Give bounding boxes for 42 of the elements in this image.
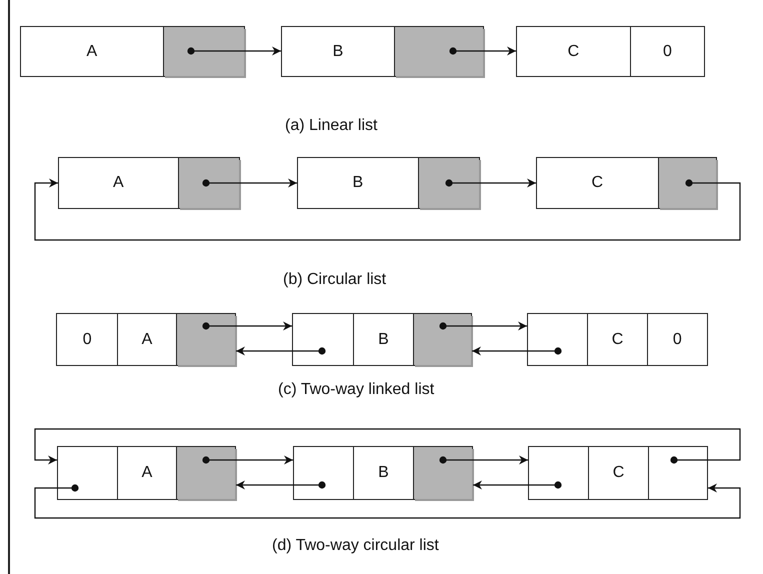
arrow	[449, 46, 516, 56]
data-field: A	[21, 27, 163, 76]
arrow	[202, 456, 293, 464]
arrow	[34, 178, 741, 241]
list-node	[293, 446, 473, 500]
arrow	[236, 346, 326, 356]
data-field: 0	[646, 314, 707, 365]
caption: (c) Two-way linked list	[278, 381, 434, 399]
data-field: C	[588, 447, 648, 499]
arrow	[34, 484, 741, 519]
arrow	[187, 46, 281, 56]
arrow	[202, 178, 297, 188]
list-node	[56, 313, 236, 366]
arrow	[439, 456, 528, 464]
data-field: 0	[57, 314, 118, 365]
data-field: 0	[630, 27, 704, 76]
caption: (a) Linear list	[285, 117, 378, 135]
arrow	[439, 322, 527, 330]
arrow	[236, 480, 326, 490]
arrow	[202, 322, 292, 330]
list-node	[58, 157, 240, 209]
data-field: C	[517, 27, 630, 76]
data-field: B	[298, 158, 418, 208]
list-node	[281, 26, 484, 77]
list-node	[20, 26, 245, 77]
data-field: C	[587, 314, 647, 365]
data-field: C	[537, 158, 658, 208]
list-node	[527, 313, 708, 366]
list-node	[57, 446, 236, 500]
list-node	[516, 26, 705, 77]
list-node	[528, 446, 708, 500]
data-field: B	[282, 27, 394, 76]
list-node	[536, 157, 717, 209]
arrow	[472, 346, 562, 356]
arrow	[34, 428, 741, 464]
data-field: A	[59, 158, 178, 208]
arrow	[445, 178, 536, 188]
caption: (d) Two-way circular list	[272, 537, 439, 555]
list-node	[297, 157, 480, 209]
caption: (b) Circular list	[283, 271, 386, 289]
arrow	[473, 480, 562, 490]
list-node	[292, 313, 472, 366]
